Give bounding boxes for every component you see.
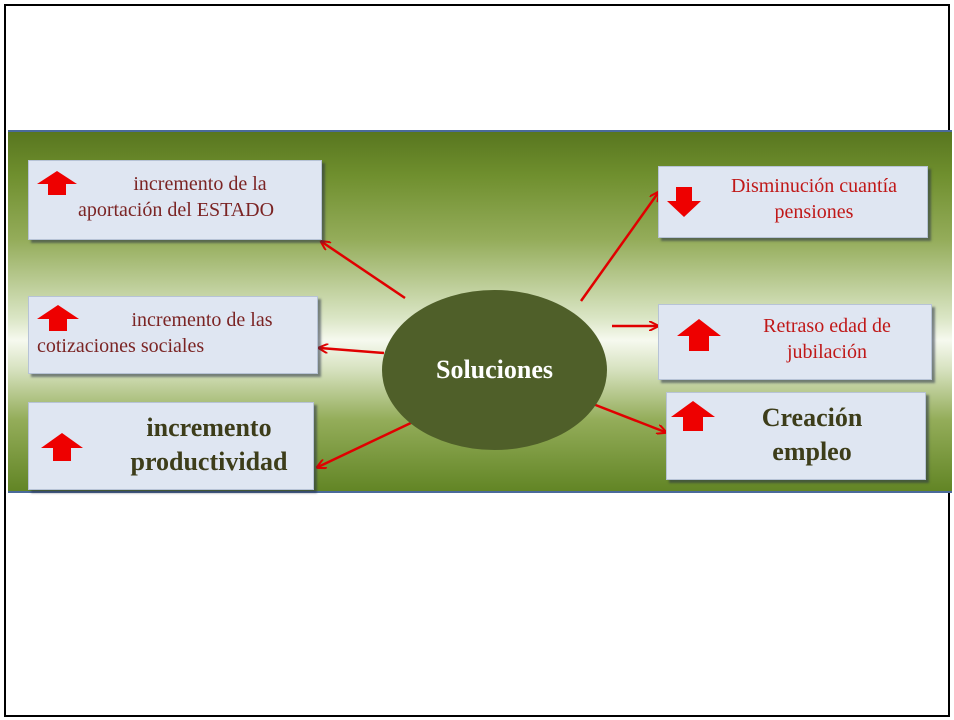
box-cotizaciones-sociales: incremento de las cotizaciones sociales (28, 296, 318, 374)
box-disminucion-line1: Disminución cuantía (730, 175, 898, 197)
arrow-to-bottom-left (318, 419, 416, 467)
box-creacion-line2: empleo (772, 437, 852, 467)
box-creacion-line1: Creación (761, 403, 863, 432)
box-cotizaciones-line2: cotizaciones sociales (37, 335, 205, 358)
arrow-to-top-left (322, 242, 406, 300)
down-arrow-icon (667, 187, 701, 217)
box-retraso-line2: jubilación (787, 341, 867, 364)
up-arrow-icon (671, 401, 715, 431)
box-aportacion-line1: incremento de la (133, 173, 267, 195)
arrow-to-top-right (579, 193, 658, 302)
up-arrow-icon (677, 319, 721, 351)
arrow-to-bottom-right (592, 402, 665, 432)
up-arrow-icon (37, 171, 77, 195)
box-aportacion-line2: aportación del ESTADO (77, 199, 275, 222)
box-aportacion-estado: incremento de la aportación del ESTADO (28, 160, 322, 240)
box-creacion-empleo: Creación empleo (666, 392, 926, 480)
up-arrow-icon (37, 305, 79, 331)
box-cotizaciones-line1: incremento de las (131, 309, 273, 331)
box-disminucion-line2: pensiones (774, 201, 854, 224)
center-ellipse-soluciones: Soluciones (382, 290, 607, 450)
box-productividad: incremento productividad (28, 402, 314, 490)
box-productividad-line1: incremento (146, 413, 272, 442)
arrow-to-mid-left (320, 348, 385, 355)
box-disminucion-pensiones: Disminución cuantía pensiones (658, 166, 928, 238)
box-retraso-jubilacion: Retraso edad de jubilación (658, 304, 932, 380)
box-retraso-line1: Retraso edad de (763, 315, 891, 337)
box-productividad-line2: productividad (130, 447, 288, 477)
center-label: Soluciones (435, 355, 554, 384)
up-arrow-icon (41, 433, 83, 461)
